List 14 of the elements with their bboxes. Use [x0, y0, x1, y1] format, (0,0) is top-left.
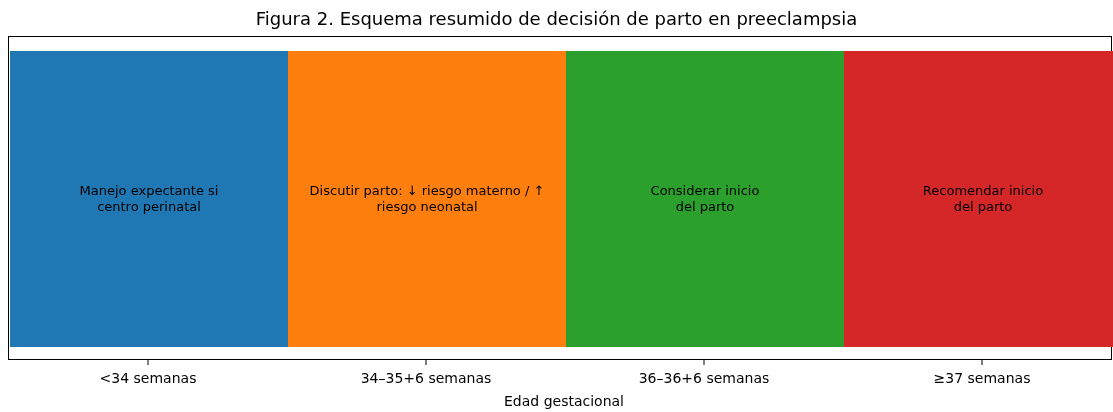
band-label: Considerar inicio del parto — [649, 183, 761, 215]
axis-label: Edad gestacional — [504, 393, 624, 409]
tick-label: 34–35+6 semanas — [360, 370, 492, 386]
tick-label: <34 semanas — [99, 370, 197, 386]
band-label: Manejo expectante si centro perinatal — [78, 183, 220, 215]
band-label: Recomendar inicio del parto — [921, 183, 1045, 215]
chart-title: Figura 2. Esquema resumido de decisión de parto en preeclampsia — [254, 8, 859, 29]
tick-label: 36–36+6 semanas — [638, 370, 770, 386]
band-label: Discutir parto: ↓ riesgo materno / ↑ riesgo neonatal — [308, 183, 546, 215]
color-band — [844, 51, 1113, 347]
color-band — [288, 51, 566, 347]
color-band — [566, 51, 844, 347]
color-band — [10, 51, 288, 347]
tick-label: ≥37 semanas — [933, 370, 1031, 386]
